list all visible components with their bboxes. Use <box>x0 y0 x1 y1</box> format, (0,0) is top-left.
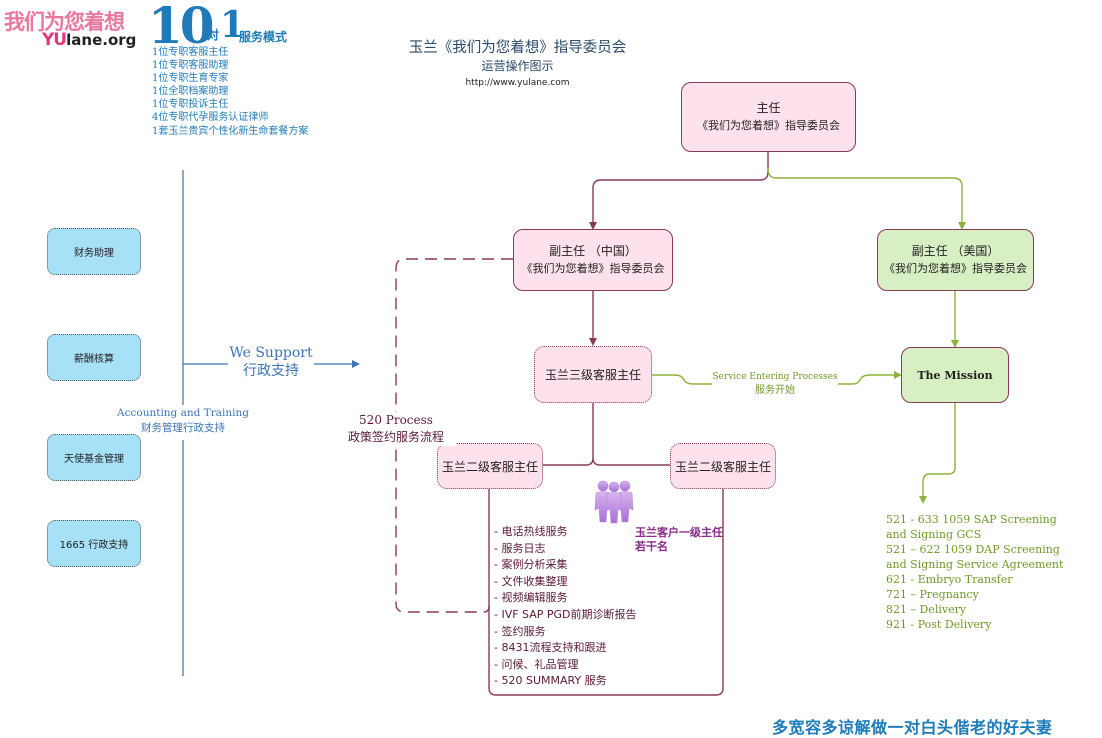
edge-director-vice-china <box>589 152 769 230</box>
support-item-finance-assistant: 财务助理 <box>47 228 141 275</box>
we-support-en: We Support <box>229 345 313 361</box>
task-item: - 文件收集整理 <box>494 574 568 588</box>
task-item: - 服务日志 <box>494 541 546 555</box>
mission-step: and Signing Service Agreement <box>886 558 1064 571</box>
support-item-label: 1665 行政支持 <box>59 540 129 551</box>
edge-level3-mission-2 <box>838 371 902 385</box>
support-item-payroll: 薪酬核算 <box>47 334 141 381</box>
support-item-angel-fund: 天使基金管理 <box>47 434 141 481</box>
task-item: - 问候、礼品管理 <box>494 657 579 671</box>
service-ratio-dui: 对 <box>207 28 220 42</box>
process-520-cn: 政策签约服务流程 <box>347 430 444 444</box>
task-item: - IVF SAP PGD前期诊断报告 <box>494 607 637 621</box>
edge-level3-mission <box>652 374 712 385</box>
node-level2-left: 玉兰二级客服主任 <box>437 443 543 489</box>
accounting-label: Accounting and Training 财务管理行政支持 <box>113 406 253 436</box>
we-support-label: We Support 行政支持 <box>226 344 316 380</box>
team-item: 1位专职投诉主任 <box>152 99 229 111</box>
logo-en-prefix: YU <box>42 30 67 50</box>
team-list: 1位专职客服主任 1位专职客服助理 1位专职生育专家 1位全职档案助理 1位专职… <box>152 46 308 138</box>
node-mission: The Mission <box>901 347 1009 403</box>
edge-520-loop <box>395 258 513 613</box>
website-link[interactable]: http://www.yulane.com <box>465 78 570 88</box>
team-item: 1位专职生育专家 <box>152 73 229 85</box>
mission-step: 621 - Embryo Transfer <box>886 573 1013 586</box>
tasks-bracket <box>488 489 724 696</box>
edge-director-vice-usa <box>767 167 966 230</box>
mission-step: 821 – Delivery <box>886 603 967 616</box>
task-item: - 520 SUMMARY 服务 <box>494 674 607 688</box>
service-entering-label: Service Entering Processes 服务开始 <box>712 371 838 397</box>
node-level3-label: 玉兰三级客服主任 <box>544 368 641 382</box>
accounting-cn: 财务管理行政支持 <box>141 422 225 434</box>
task-item: - 8431流程支持和跟进 <box>494 641 607 655</box>
service-task-list: - 电话热线服务 - 服务日志 - 案例分析采集 - 文件收集整理 - 视频编辑… <box>494 524 637 690</box>
logo-english: YUlane.org <box>42 30 136 50</box>
node-director-committee: 《我们为您着想》指导委员会 <box>697 119 840 132</box>
edge-level3-level2 <box>543 403 594 466</box>
node-director-title: 主任 <box>756 101 781 115</box>
support-item-label: 财务助理 <box>74 248 114 259</box>
support-item-label: 天使基金管理 <box>64 454 124 465</box>
process-520-en: 520 Process <box>359 413 433 427</box>
task-item: - 视频编辑服务 <box>494 591 568 605</box>
node-mission-label: The Mission <box>917 368 993 382</box>
service-mode-label: 服务模式 <box>239 30 288 44</box>
node-level3-manager: 玉兰三级客服主任 <box>534 346 652 403</box>
diagram-title: 玉兰《我们为您着想》指导委员会 <box>408 40 627 56</box>
mission-steps-list: 521 - 633 1059 SAP Screening and Signing… <box>886 512 1063 632</box>
mission-step: 921 - Post Delivery <box>886 618 992 631</box>
task-item: - 电话热线服务 <box>494 525 568 538</box>
edge-level3-level2-right <box>592 457 670 466</box>
node-vice-china-title: 副主任 （中国） <box>549 244 637 258</box>
task-item: - 签约服务 <box>494 624 546 638</box>
level1-manager-label: 玉兰客户一级主任 若干名 <box>635 526 723 554</box>
team-item: 1位全职档案助理 <box>152 86 229 98</box>
task-item: - 案例分析采集 <box>494 558 568 572</box>
logo-en-suffix: lane.org <box>66 31 137 49</box>
service-ratio-one: 1 <box>220 4 246 46</box>
team-item: 4位专职代孕服务认证律师 <box>152 112 269 124</box>
node-vice-usa-committee: 《我们为您着想》指导委员会 <box>884 262 1027 275</box>
mission-step: and Signing GCS <box>886 528 982 541</box>
edge-mission-steps <box>919 403 956 504</box>
slogan: 多宽容多谅解做一对白头偕老的好夫妻 <box>772 718 1053 737</box>
service-entering-cn: 服务开始 <box>755 385 795 396</box>
node-level2-right-label: 玉兰二级客服主任 <box>674 459 771 474</box>
node-vice-china: 副主任 （中国） 《我们为您着想》指导委员会 <box>513 229 673 291</box>
node-director: 主任 《我们为您着想》指导委员会 <box>681 82 856 152</box>
we-support-cn: 行政支持 <box>243 363 299 379</box>
support-item-admin-1665: 1665 行政支持 <box>47 520 141 567</box>
team-item: 1位专职客服主任 <box>152 47 229 58</box>
level1-line1: 玉兰客户一级主任 <box>635 526 723 539</box>
people-group-icon <box>594 480 634 524</box>
level1-line2: 若干名 <box>635 540 668 553</box>
mission-step: 721 – Pregnancy <box>886 588 979 601</box>
mission-step: 521 - 633 1059 SAP Screening <box>886 513 1057 526</box>
logo-chinese: 我们为您着想 <box>4 9 125 34</box>
service-entering-en: Service Entering Processes <box>712 372 838 382</box>
node-vice-usa: 副主任 （美国） 《我们为您着想》指导委员会 <box>877 229 1034 291</box>
support-item-label: 薪酬核算 <box>74 354 114 365</box>
accounting-en: Accounting and Training <box>117 407 249 419</box>
mission-step: 521 – 622 1059 DAP Screening <box>886 543 1060 556</box>
team-item: 1位专职客服助理 <box>152 60 229 72</box>
node-vice-china-committee: 《我们为您着想》指导委员会 <box>521 262 665 275</box>
diagram-subtitle: 运营操作图示 <box>481 59 554 73</box>
service-ratio-number: 10 <box>148 0 215 55</box>
process-520-label: 520 Process 政策签约服务流程 <box>336 412 456 446</box>
node-level2-left-label: 玉兰二级客服主任 <box>441 459 538 474</box>
node-vice-usa-title: 副主任 （美国） <box>911 244 1000 258</box>
team-item: 1套玉兰贵宾个性化新生命套餐方案 <box>152 125 309 137</box>
node-level2-right: 玉兰二级客服主任 <box>670 443 776 489</box>
